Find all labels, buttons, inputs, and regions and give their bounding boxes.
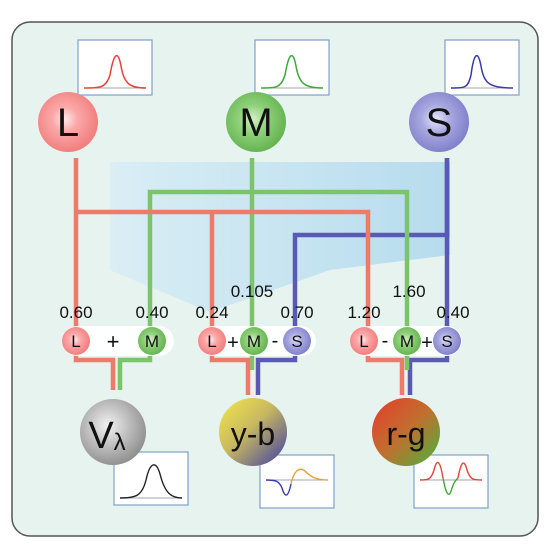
- cone-m-label: M: [239, 101, 272, 145]
- rg-response-curve-red2: [457, 462, 483, 481]
- term-v-l: L: [71, 332, 80, 351]
- term-v-op: +: [107, 329, 120, 354]
- m-sensitivity-curve: [260, 55, 324, 89]
- m-wire-to-v: [117, 189, 252, 390]
- output-yb: y-b: [219, 398, 287, 466]
- term-yb-s: S: [291, 332, 302, 351]
- output-rg-label: r-g: [386, 416, 425, 452]
- rg-response-box: [413, 454, 489, 509]
- term-circles: L + M L + M - S L - M + S: [62, 327, 461, 355]
- output-v-label: Vλ: [88, 415, 125, 457]
- output-yb-label: y-b: [231, 416, 275, 452]
- m-sensitivity-box: [254, 39, 330, 96]
- term-rg-op2: +: [421, 332, 433, 354]
- output-rg: r-g: [372, 398, 440, 466]
- yb-response-curve-yellow: [290, 468, 329, 485]
- wiring: [73, 158, 450, 395]
- rg-response-curve-red1: [419, 461, 444, 481]
- flow-arrow-shape: [110, 162, 450, 312]
- l-wire-to-v: [73, 158, 116, 390]
- cone-m: M: [226, 92, 286, 152]
- term-rg-s: S: [441, 332, 452, 351]
- l-wire-to-rg: [76, 209, 405, 395]
- output-v-sub: λ: [114, 429, 126, 456]
- cone-s-label: S: [426, 101, 453, 145]
- v-response-curve: [119, 464, 183, 499]
- cone-l: L: [38, 92, 98, 152]
- term-yb-m: M: [247, 332, 261, 351]
- weight-yb-m: 0.105: [231, 282, 274, 301]
- cone-s: S: [409, 92, 469, 152]
- weights: 0.60 0.40 0.24 0.105 0.70 1.20 1.60 0.40: [59, 282, 469, 322]
- term-yb-op2: -: [272, 330, 279, 352]
- yb-response-box: [259, 454, 335, 509]
- cone-l-label: L: [57, 101, 79, 145]
- output-v: Vλ: [80, 399, 146, 465]
- term-yb-l: L: [207, 332, 216, 351]
- l-sensitivity-box: [77, 39, 153, 96]
- s-sensitivity-curve: [450, 55, 514, 89]
- l-sensitivity-curve: [83, 55, 147, 89]
- term-rg-l: L: [359, 332, 368, 351]
- term-yb-op1: +: [227, 332, 239, 354]
- s-wire-to-rg: [407, 158, 450, 395]
- weight-rg-m: 1.60: [392, 282, 425, 301]
- weight-yb-s: 0.70: [280, 303, 313, 322]
- weight-v-l: 0.60: [59, 303, 92, 322]
- weight-v-m: 0.40: [135, 303, 168, 322]
- term-rg-op1: -: [382, 330, 389, 352]
- weight-rg-s: 0.40: [436, 303, 469, 322]
- term-rg-m: M: [400, 332, 414, 351]
- weight-yb-l: 0.24: [195, 303, 228, 322]
- l-wire-to-yb: [209, 212, 251, 395]
- s-sensitivity-box: [444, 39, 520, 96]
- rg-response-curve-green: [442, 477, 459, 496]
- weight-rg-l: 1.20: [347, 303, 380, 322]
- m-wire-to-rg: [252, 189, 410, 370]
- yb-response-curve-blue: [265, 479, 292, 496]
- output-v-base: V: [88, 415, 114, 457]
- term-v-m: M: [145, 332, 159, 351]
